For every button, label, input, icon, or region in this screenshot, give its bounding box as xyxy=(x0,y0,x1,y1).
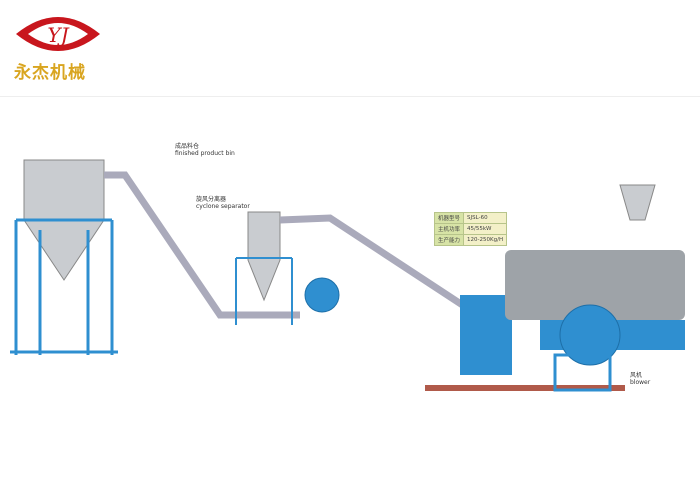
finished-product-bin xyxy=(10,159,118,355)
bin-label-cn: 成品料仓 xyxy=(175,143,200,150)
bin-label: 成品料仓 finished product bin xyxy=(175,143,235,157)
divider xyxy=(0,96,700,97)
blower-label: 风机 blower xyxy=(630,372,650,386)
company-logo: YJ xyxy=(8,6,108,86)
spec-value: SJSL-60 xyxy=(463,212,508,224)
blower-label-en: blower xyxy=(630,379,651,386)
bin-label-en: finished product bin xyxy=(175,150,235,157)
company-name: 永杰机械 xyxy=(14,63,86,83)
cyclone-label-en: cyclone separator xyxy=(196,203,250,210)
spec-key: 主机功率 xyxy=(433,223,465,235)
cyclone-label: 旋风分离器 cyclone separator xyxy=(196,196,250,210)
spec-key: 生产能力 xyxy=(433,234,465,246)
blower-label-cn: 风机 xyxy=(630,372,643,379)
spec-value: 45/55kW xyxy=(463,223,508,235)
spec-key: 机器型号 xyxy=(433,212,465,224)
cyclone-label-cn: 旋风分离器 xyxy=(196,196,227,203)
spec-value: 120-250Kg/H xyxy=(463,234,508,246)
svg-text:YJ: YJ xyxy=(47,23,69,47)
logo-emblem-icon: YJ xyxy=(16,17,100,51)
twin-screw-extruder xyxy=(425,184,685,392)
